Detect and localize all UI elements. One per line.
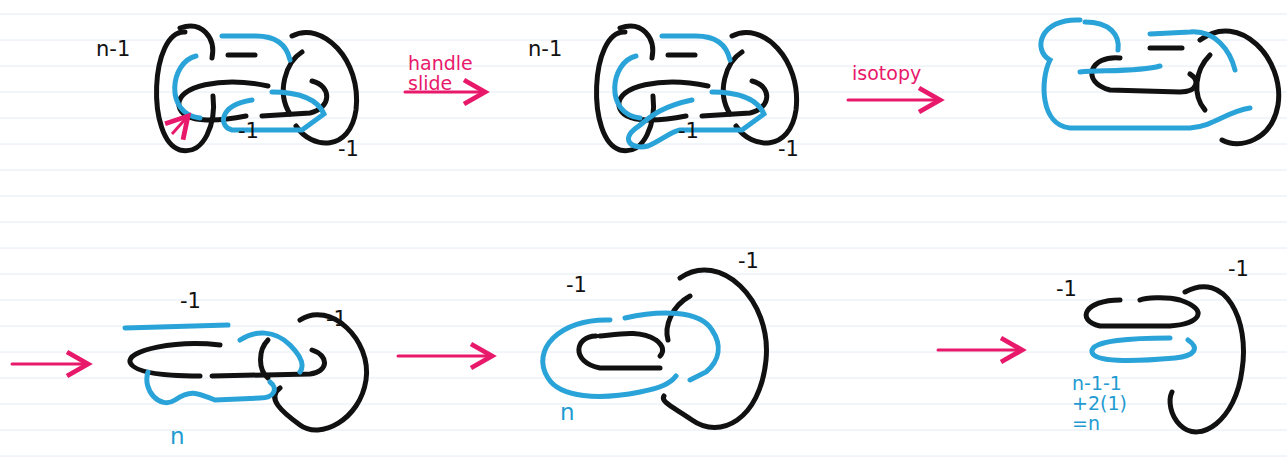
label-holder: n-1-1 +2(1) =n: [1072, 374, 1144, 434]
label-holder: n-1: [528, 38, 562, 60]
framing-number: -1: [738, 250, 759, 272]
label-holder: n-1: [96, 38, 130, 60]
framing-number: -1: [778, 138, 799, 160]
move-label: handle slide: [408, 54, 498, 94]
framing-number: n-1: [528, 38, 562, 60]
label-holder: -1: [738, 250, 759, 272]
label-holder: -1: [180, 290, 201, 312]
label-holder: -1: [678, 120, 699, 142]
label-holder: -1: [238, 120, 259, 142]
framing-number: -1: [1228, 258, 1249, 280]
label-holder: handle slide: [408, 54, 498, 94]
label-holder: -1: [566, 274, 587, 296]
label-holder: -1: [778, 138, 799, 160]
framing-computation: n-1-1 +2(1) =n: [1072, 374, 1144, 434]
label-holder: -1: [1228, 258, 1249, 280]
framing-number: n-1: [96, 38, 130, 60]
framing-number: -1: [180, 290, 201, 312]
framing-number: -1: [566, 274, 587, 296]
label-holder: n: [560, 400, 575, 424]
move-label: isotopy: [852, 64, 921, 84]
label-holder: isotopy: [852, 64, 921, 84]
framing-number: -1: [338, 138, 359, 160]
label-holder: -1: [338, 138, 359, 160]
framing-number: -1: [238, 120, 259, 142]
framing-number: -1: [326, 308, 347, 330]
framing-number: -1: [1056, 278, 1077, 300]
framing-number: n: [560, 400, 575, 424]
label-holder: -1: [326, 308, 347, 330]
framing-number: -1: [678, 120, 699, 142]
framing-number: n: [170, 424, 185, 448]
label-holder: -1: [1056, 278, 1077, 300]
label-holder: n: [170, 424, 185, 448]
